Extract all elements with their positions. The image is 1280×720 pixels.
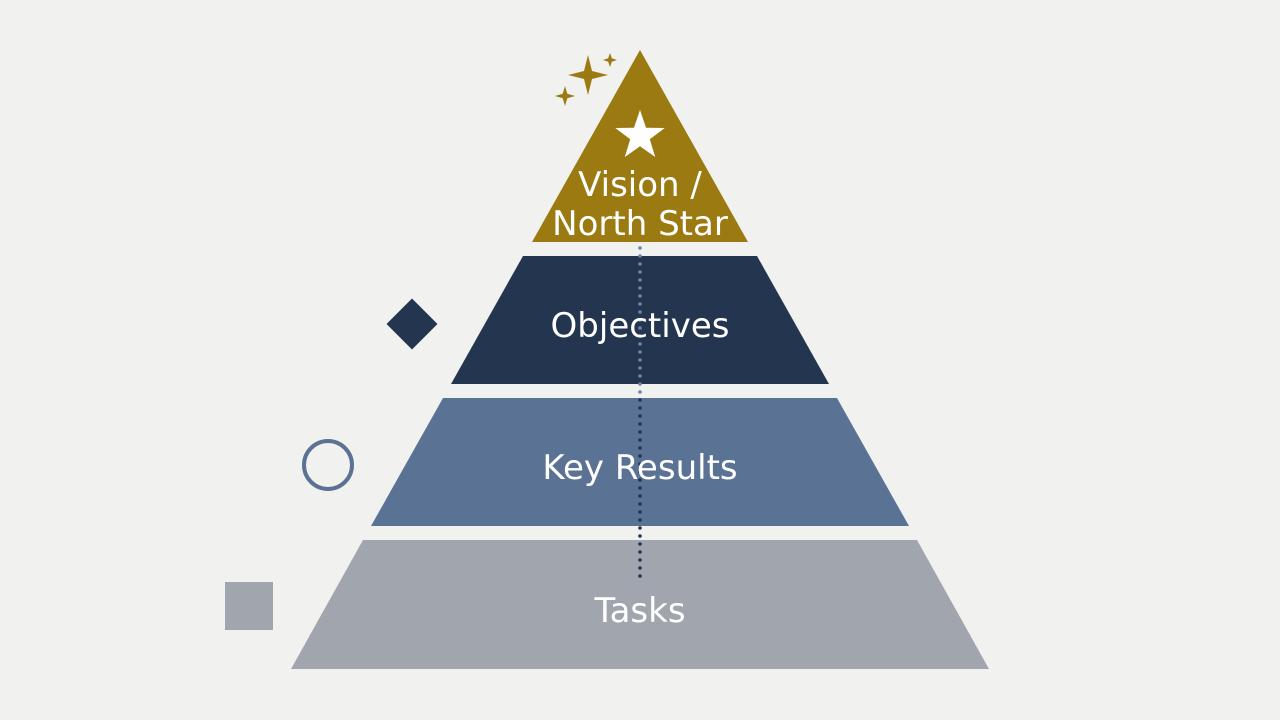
connector-dot [638, 310, 642, 314]
sparkle-small-right [652, 102, 670, 120]
connector-dot [638, 270, 642, 274]
connector-dot [638, 286, 642, 290]
connector-dot [638, 358, 642, 362]
connector-dot [638, 438, 642, 442]
connector-dot [638, 262, 642, 266]
connector-dot [638, 374, 642, 378]
connector-dot [638, 414, 642, 418]
connector-dot [638, 502, 642, 506]
connector-dot [638, 478, 642, 482]
connector-dot [638, 294, 642, 298]
connector-dot [638, 574, 642, 578]
connector-dot [638, 366, 642, 370]
connector-dot [638, 326, 642, 330]
connector-dot [638, 254, 642, 258]
square-shape [225, 582, 273, 630]
sparkle-small-top [603, 53, 617, 67]
connector-dot [638, 318, 642, 322]
vision-label-line1: Vision / [578, 165, 702, 205]
connector-dot [638, 398, 642, 402]
connector-dot [638, 422, 642, 426]
connector-dot [638, 550, 642, 554]
connector-dot [638, 534, 642, 538]
connector-dot [638, 302, 642, 306]
key-results-label: Key Results [542, 448, 737, 488]
connector-dot [638, 406, 642, 410]
connector-dot [638, 382, 642, 386]
connector-dot [638, 342, 642, 346]
connector-dot [638, 542, 642, 546]
connector-dot [638, 486, 642, 490]
sparkle-icon [555, 53, 670, 120]
tier-key-results [371, 398, 909, 526]
tier-tasks [291, 540, 989, 669]
connector-dot [638, 278, 642, 282]
connector-dot [638, 494, 642, 498]
sparkle-small-left [555, 86, 575, 106]
connector-dot [638, 510, 642, 514]
connector-dot [638, 518, 642, 522]
connector-dot [638, 566, 642, 570]
objectives-label: Objectives [551, 306, 730, 346]
connector-dot [638, 446, 642, 450]
connector-dot [638, 246, 642, 250]
dotted-connector [638, 246, 642, 578]
connector-dot [638, 470, 642, 474]
tasks-label: Tasks [593, 591, 685, 631]
connector-dot [638, 526, 642, 530]
connector-dot [638, 430, 642, 434]
star-icon [615, 110, 665, 157]
connector-dot [638, 454, 642, 458]
connector-dot [638, 334, 642, 338]
sparkle-large [568, 55, 608, 95]
connector-dot [638, 558, 642, 562]
vision-label-line2: North Star [552, 204, 728, 244]
ring-shape [302, 439, 354, 491]
connector-dot [638, 350, 642, 354]
connector-dot [638, 462, 642, 466]
connector-dot [638, 390, 642, 394]
diamond-shape [386, 298, 438, 350]
